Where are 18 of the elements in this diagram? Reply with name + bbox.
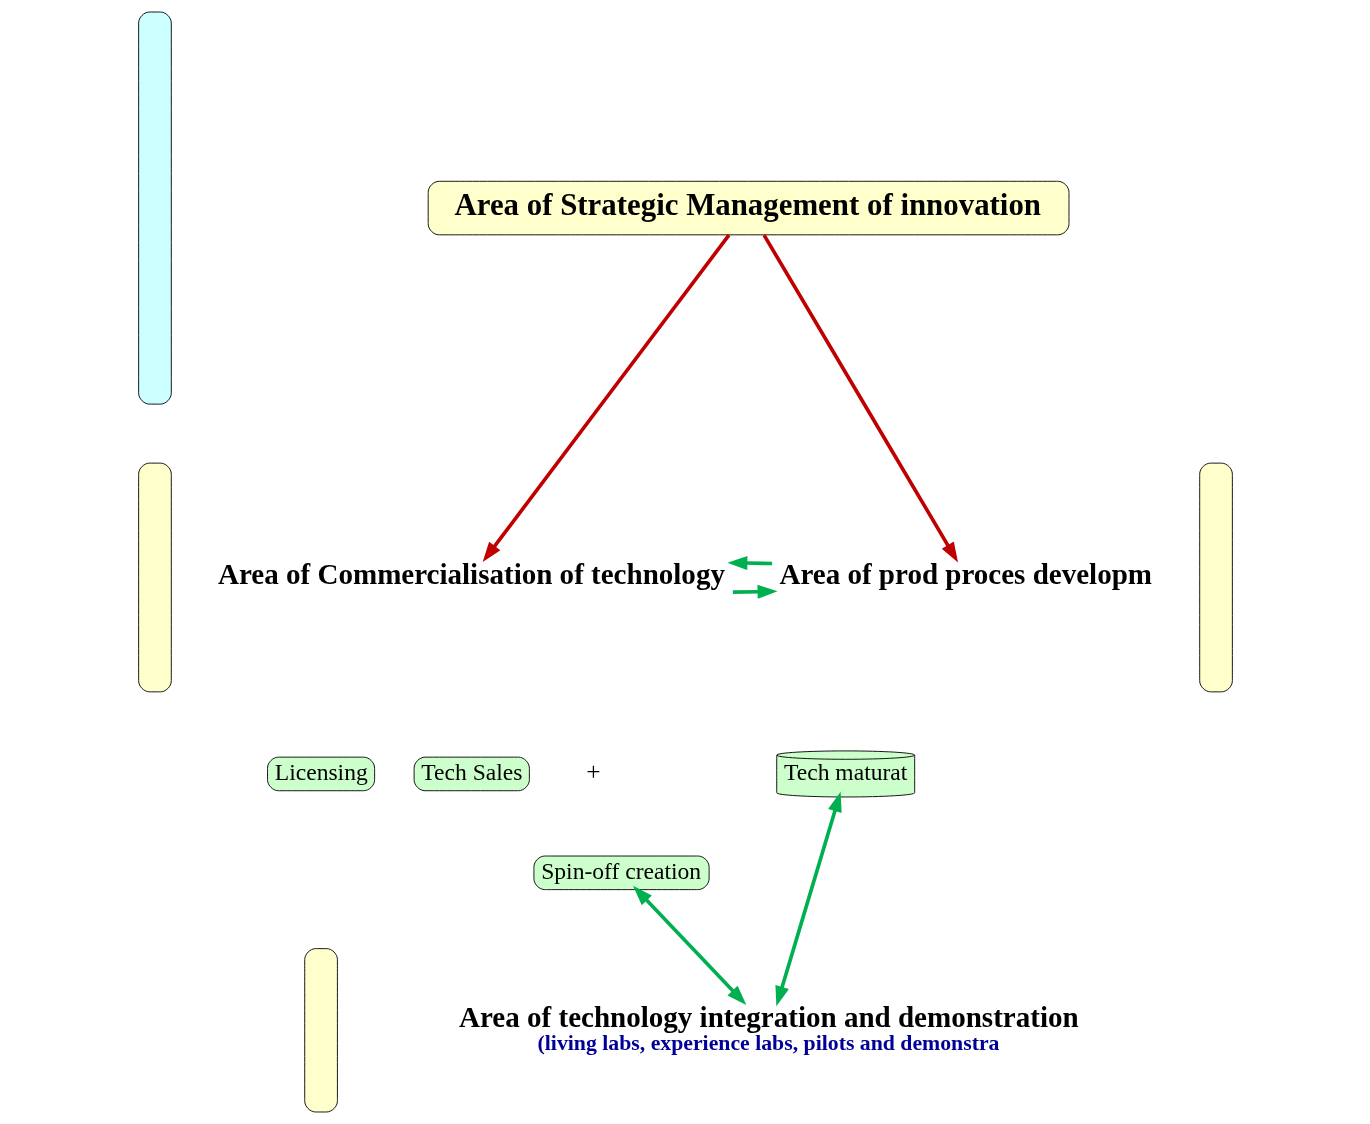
arrow [732,584,778,599]
node-bar [137,11,172,405]
node-bar [137,462,172,693]
node-text: Area of prod proces developm [778,557,1152,590]
arrow [774,791,842,1007]
arrow [482,234,730,563]
arrow [762,234,958,563]
node-box: Tech Sales [413,756,530,792]
node-bar [303,948,338,1113]
node-box: Area of Strategic Management of innovation [427,180,1069,236]
arrow [632,885,746,1006]
label: + [585,757,601,786]
arrow [726,556,772,571]
node-box: Licensing [266,756,375,792]
node-text: Area of technology integration and demonstration (living labs, experience labs, pilots and demonstra [458,1001,1079,1056]
node-box: Spin-off creation [532,855,710,891]
node-bar [1198,462,1233,693]
node-text: Area of Commercialisation of technology [217,557,725,590]
